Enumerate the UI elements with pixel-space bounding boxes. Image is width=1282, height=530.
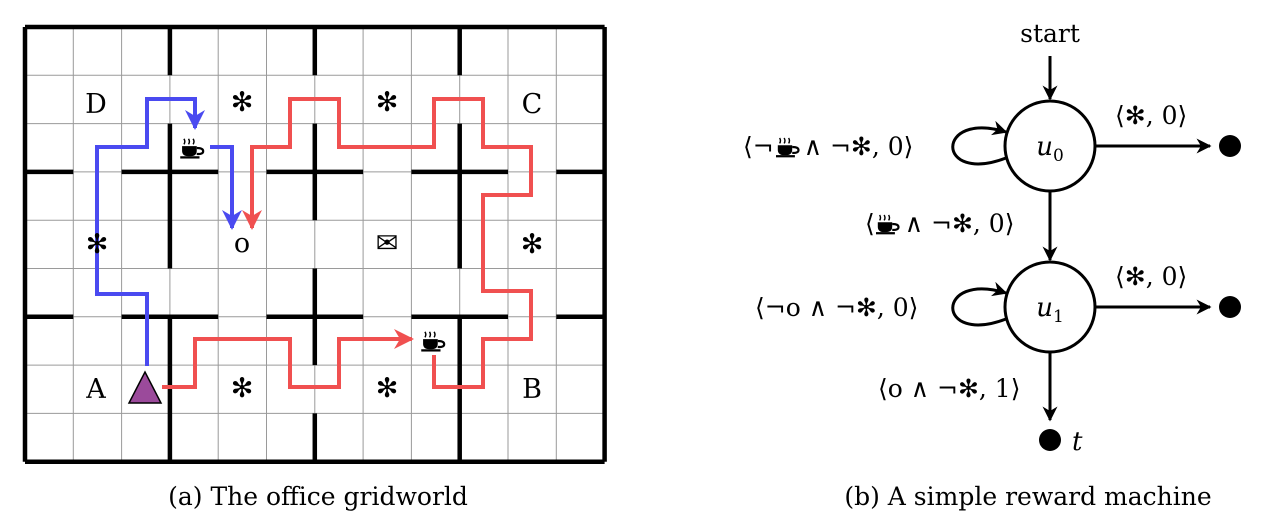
- agent-triangle-icon: [127, 370, 163, 404]
- decoration-asterisk: ✻: [231, 87, 254, 118]
- sink-node: [1219, 135, 1241, 157]
- red-path: [162, 329, 414, 389]
- coffee-icon: [776, 136, 800, 158]
- blue-path: [95, 97, 205, 366]
- room-c-label: C: [522, 89, 543, 120]
- label-u0-loop: ⟨¬∧ ¬✻, 0⟩: [743, 132, 913, 161]
- gridworld: D C A B ✻ ✻ ✻ ✻ ✻ ✻ o ✉: [22, 24, 607, 464]
- room-b-label: B: [522, 374, 542, 405]
- label-u1-sink: ⟨✻, 0⟩: [1115, 262, 1187, 291]
- room-a-label: A: [85, 374, 106, 405]
- sink-node: [1219, 296, 1241, 318]
- blue-path-2: [210, 145, 242, 230]
- caption-b: (b) A simple reward machine: [844, 482, 1211, 511]
- mail-icon: ✉: [376, 228, 399, 259]
- coffee-icon: [180, 137, 205, 159]
- loop-u0: [951, 120, 1008, 166]
- grid-walls: [22, 24, 607, 464]
- state-u1-label: u1: [1036, 293, 1064, 327]
- decoration-asterisk: ✻: [231, 373, 254, 404]
- label-u1-t: ⟨o ∧ ¬✻, 1⟩: [878, 374, 1020, 403]
- label-u0-sink: ⟨✻, 0⟩: [1115, 101, 1187, 130]
- coffee-icon: [421, 330, 446, 352]
- coffee-icon: [876, 213, 900, 235]
- room-d-label: D: [85, 89, 107, 120]
- label-u0-u1: ⟨∧ ¬✻, 0⟩: [865, 209, 1014, 238]
- grid-lines: [25, 27, 605, 462]
- state-u0-label: u0: [1036, 132, 1064, 166]
- decoration-asterisk: ✻: [521, 229, 544, 260]
- decoration-asterisk: ✻: [86, 229, 109, 260]
- loop-u1: [951, 281, 1008, 327]
- red-path-2: [242, 97, 533, 389]
- office-label: o: [234, 228, 250, 259]
- label-u1-loop: ⟨¬o ∧ ¬✻, 0⟩: [755, 293, 918, 322]
- caption-a: (a) The office gridworld: [168, 482, 468, 511]
- terminal-node: [1039, 429, 1061, 451]
- reward-machine: start u0 u1 t ⟨¬∧ ¬✻, 0⟩ ⟨✻, 0⟩ ⟨∧ ¬✻, 0…: [743, 19, 1241, 457]
- terminal-label: t: [1072, 427, 1083, 457]
- decoration-asterisk: ✻: [376, 373, 399, 404]
- start-label: start: [1020, 19, 1080, 48]
- decoration-asterisk: ✻: [376, 87, 399, 118]
